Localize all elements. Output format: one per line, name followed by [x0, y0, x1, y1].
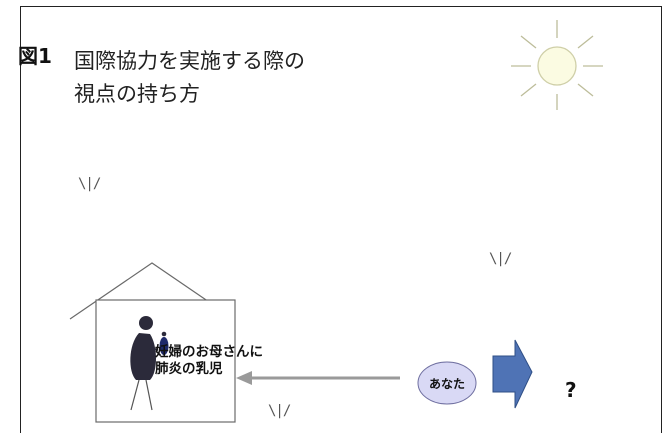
- grass-icon: \|/: [78, 176, 101, 192]
- title-line-2: 視点の持ち方: [74, 82, 200, 106]
- title-line-1: 国際協力を実施する際の: [74, 49, 305, 73]
- mother-figure-icon: [130, 316, 159, 411]
- house-icon: [69, 262, 236, 423]
- gray-arrow: [236, 371, 400, 385]
- grass-icon: \|/: [489, 251, 512, 267]
- sun-icon: [511, 20, 603, 110]
- baby-icon: [159, 331, 169, 355]
- you-ellipse: [417, 361, 477, 405]
- figure-label: 図1: [18, 44, 52, 68]
- block-arrow-icon: [492, 339, 533, 409]
- house-caption-line-1: 妊婦のお母さんに: [155, 344, 263, 360]
- you-label: あなた: [428, 376, 465, 391]
- question-mark: ?: [565, 378, 577, 402]
- grass-icon: \|/: [268, 403, 291, 419]
- house-caption-line-2: 肺炎の乳児: [155, 361, 223, 377]
